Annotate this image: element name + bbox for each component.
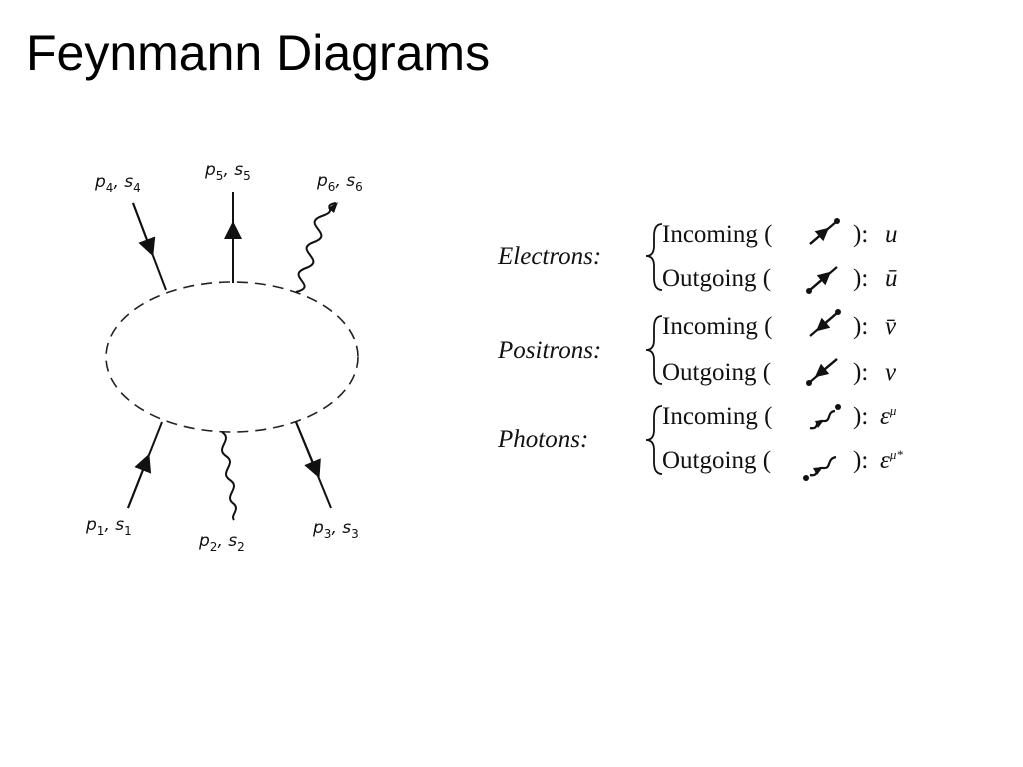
photon-incoming-symbol: εμ [880,403,897,430]
positron-incoming-label: Incoming ( [662,313,772,340]
electron-incoming-label: Incoming ( [662,221,772,248]
positron-outgoing-close: ): [853,359,868,386]
label-p2: p2, s2 [198,531,245,554]
label-p6: p6, s6 [316,171,363,194]
line-p3 [295,421,332,509]
photon-outgoing-symbol: εμ* [880,447,903,474]
positron-outgoing-symbol: v [885,359,897,386]
electron-incoming-close: ): [853,221,868,248]
label-p5: p5, s5 [204,160,251,183]
electron-outgoing-close: ): [853,265,868,292]
line-p1 [127,421,163,509]
photon-outgoing-icon [803,455,837,481]
brace-electrons [645,223,663,291]
photon-outgoing-close: ): [853,447,868,474]
photon-incoming-close: ): [853,403,868,430]
page-title: Feynmann Diagrams [26,25,491,81]
electron-incoming-icon [809,218,840,245]
line-p4 [132,202,167,291]
category-electrons: Electrons: [497,243,601,270]
positron-incoming-icon [809,309,841,337]
photon-incoming-label: Incoming ( [662,403,772,430]
positron-incoming-symbol: v̄ [885,313,897,340]
line-p6-photon [295,202,338,293]
photon-outgoing-label: Outgoing ( [662,447,771,474]
label-p4: p4, s4 [94,172,141,195]
positron-outgoing-label: Outgoing ( [662,359,771,386]
electron-incoming-symbol: u [885,221,898,248]
positron-incoming-close: ): [853,313,868,340]
brace-photons [645,405,663,475]
positron-outgoing-icon [806,358,838,386]
electron-outgoing-symbol: ū [885,265,898,292]
category-positrons: Positrons: [497,337,601,364]
electron-outgoing-icon [806,266,838,294]
label-p3: p3, s3 [312,518,359,541]
photon-incoming-icon [809,404,841,430]
electron-outgoing-label: Outgoing ( [662,265,771,292]
category-photons: Photons: [497,426,588,453]
line-p2-photon [221,431,237,521]
label-p1: p1, s1 [85,515,132,538]
interaction-blob [105,281,359,433]
brace-positrons [645,315,663,385]
